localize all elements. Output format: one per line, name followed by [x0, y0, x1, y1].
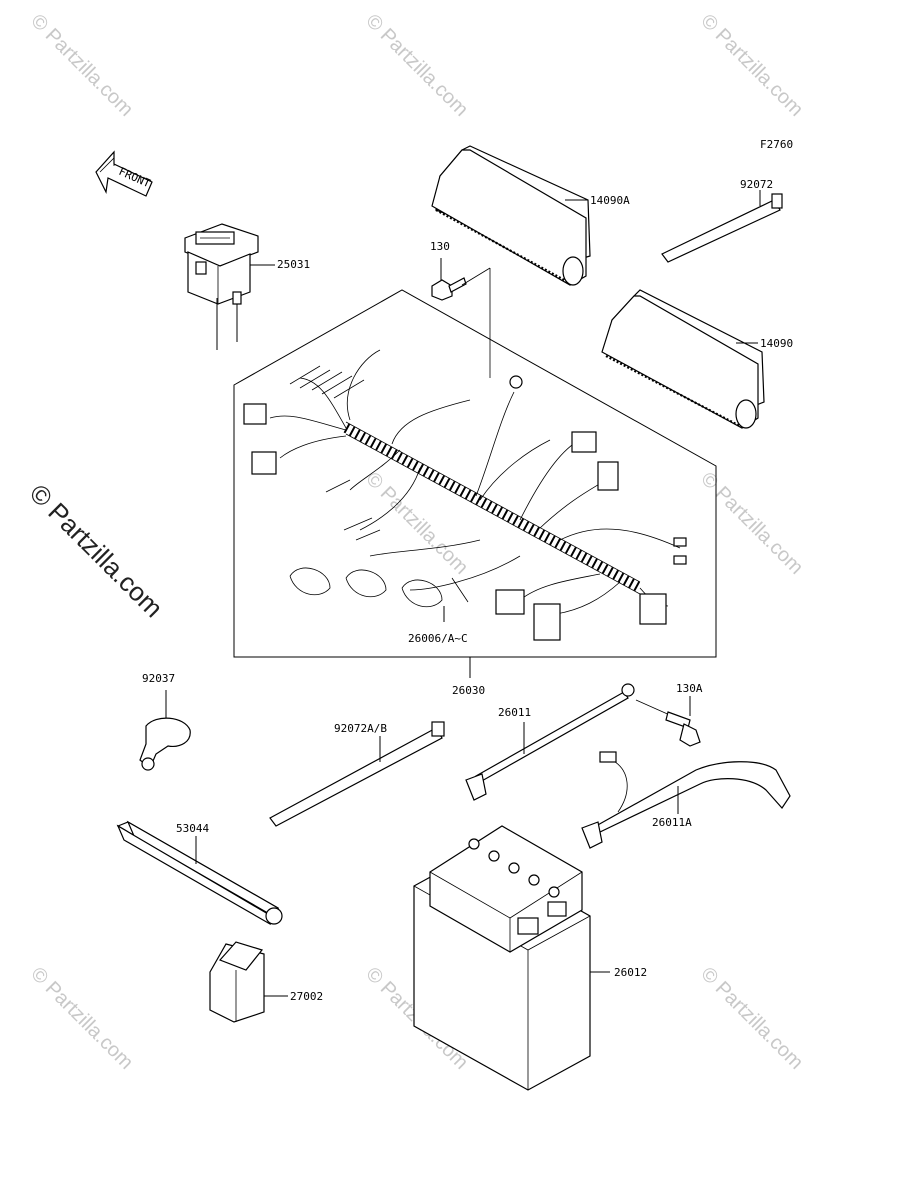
relay-27002 — [209, 941, 288, 1023]
callout-92037: 92037 — [142, 672, 175, 685]
callout-26006: 26006/A~C — [408, 632, 468, 645]
cover-14090A — [431, 145, 591, 286]
watermark: © Partzilla.com — [696, 963, 807, 1074]
callout-53044: 53044 — [176, 822, 209, 835]
watermark: © Partzilla.com — [361, 468, 472, 579]
clamp-92037 — [139, 690, 191, 771]
callout-92072: 92072 — [740, 178, 773, 191]
cable-tie-92072 — [661, 190, 783, 263]
callout-25031: 25031 — [277, 258, 310, 271]
callout-26012: 26012 — [614, 966, 647, 979]
callout-130: 130 — [430, 240, 450, 253]
callout-92072AB: 92072A/B — [334, 722, 387, 735]
callout-130A: 130A — [676, 682, 703, 695]
cover-14090 — [601, 289, 765, 429]
watermark: © Partzilla.com — [696, 10, 807, 121]
battery-cable-26011A — [581, 751, 791, 849]
callout-26030: 26030 — [452, 684, 485, 697]
battery-cable-26011 — [465, 683, 635, 801]
callout-27002: 27002 — [290, 990, 323, 1003]
callout-14090: 14090 — [760, 337, 793, 350]
wiring-harness-26030 — [233, 289, 717, 658]
front-arrow: FRONT — [95, 150, 153, 197]
watermark: © Partzilla.com — [361, 10, 472, 121]
watermark: © Partzilla.com — [696, 468, 807, 579]
callout-26011A: 26011A — [652, 816, 692, 829]
tube-53044 — [116, 820, 283, 926]
bolt-130A — [635, 696, 701, 747]
bolt-130 — [431, 258, 491, 378]
callout-14090A: 14090A — [590, 194, 630, 207]
watermark-side: © Partzilla.com — [24, 478, 169, 623]
diagram-code: F2760 — [760, 138, 793, 151]
watermark: © Partzilla.com — [26, 963, 137, 1074]
hour-meter-25031 — [184, 223, 275, 350]
cable-tie-92072AB — [269, 721, 445, 827]
battery-26012 — [413, 825, 610, 1091]
watermark: © Partzilla.com — [26, 10, 137, 121]
callout-26011: 26011 — [498, 706, 531, 719]
